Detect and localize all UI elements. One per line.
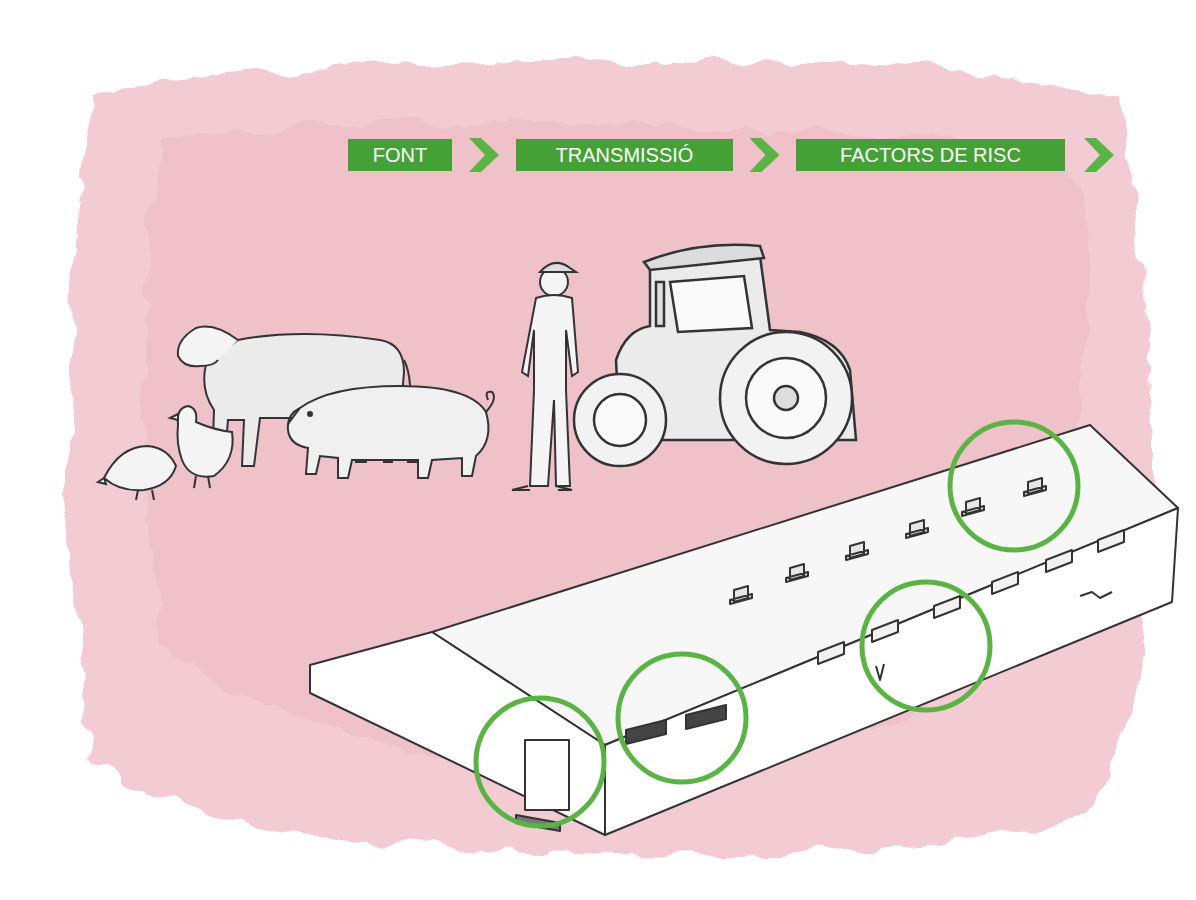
chevron-arrow [469,138,499,172]
barn [310,425,1178,835]
chicken [98,406,233,500]
step-box: TRANSMISSIÓ [516,139,733,171]
step-label: TRANSMISSIÓ [556,143,694,167]
barn-door [525,740,569,810]
barn-gable [310,632,605,835]
gable-window [626,705,726,744]
pig [288,386,494,478]
chevron-arrow [750,138,780,172]
step-label: FONT [373,143,427,167]
barn-side-wall [605,508,1178,835]
wall-crack [1080,592,1112,598]
wall-crack [876,664,884,680]
farmer [512,263,578,490]
step-label: FACTORS DE RISC [840,143,1021,167]
highlight-circle [476,422,1078,826]
chevron-arrow [1084,138,1114,172]
tractor [574,245,856,466]
step-box: FONT [348,139,452,171]
step-box: FACTORS DE RISC [796,139,1065,171]
roof-vent [730,478,1046,604]
